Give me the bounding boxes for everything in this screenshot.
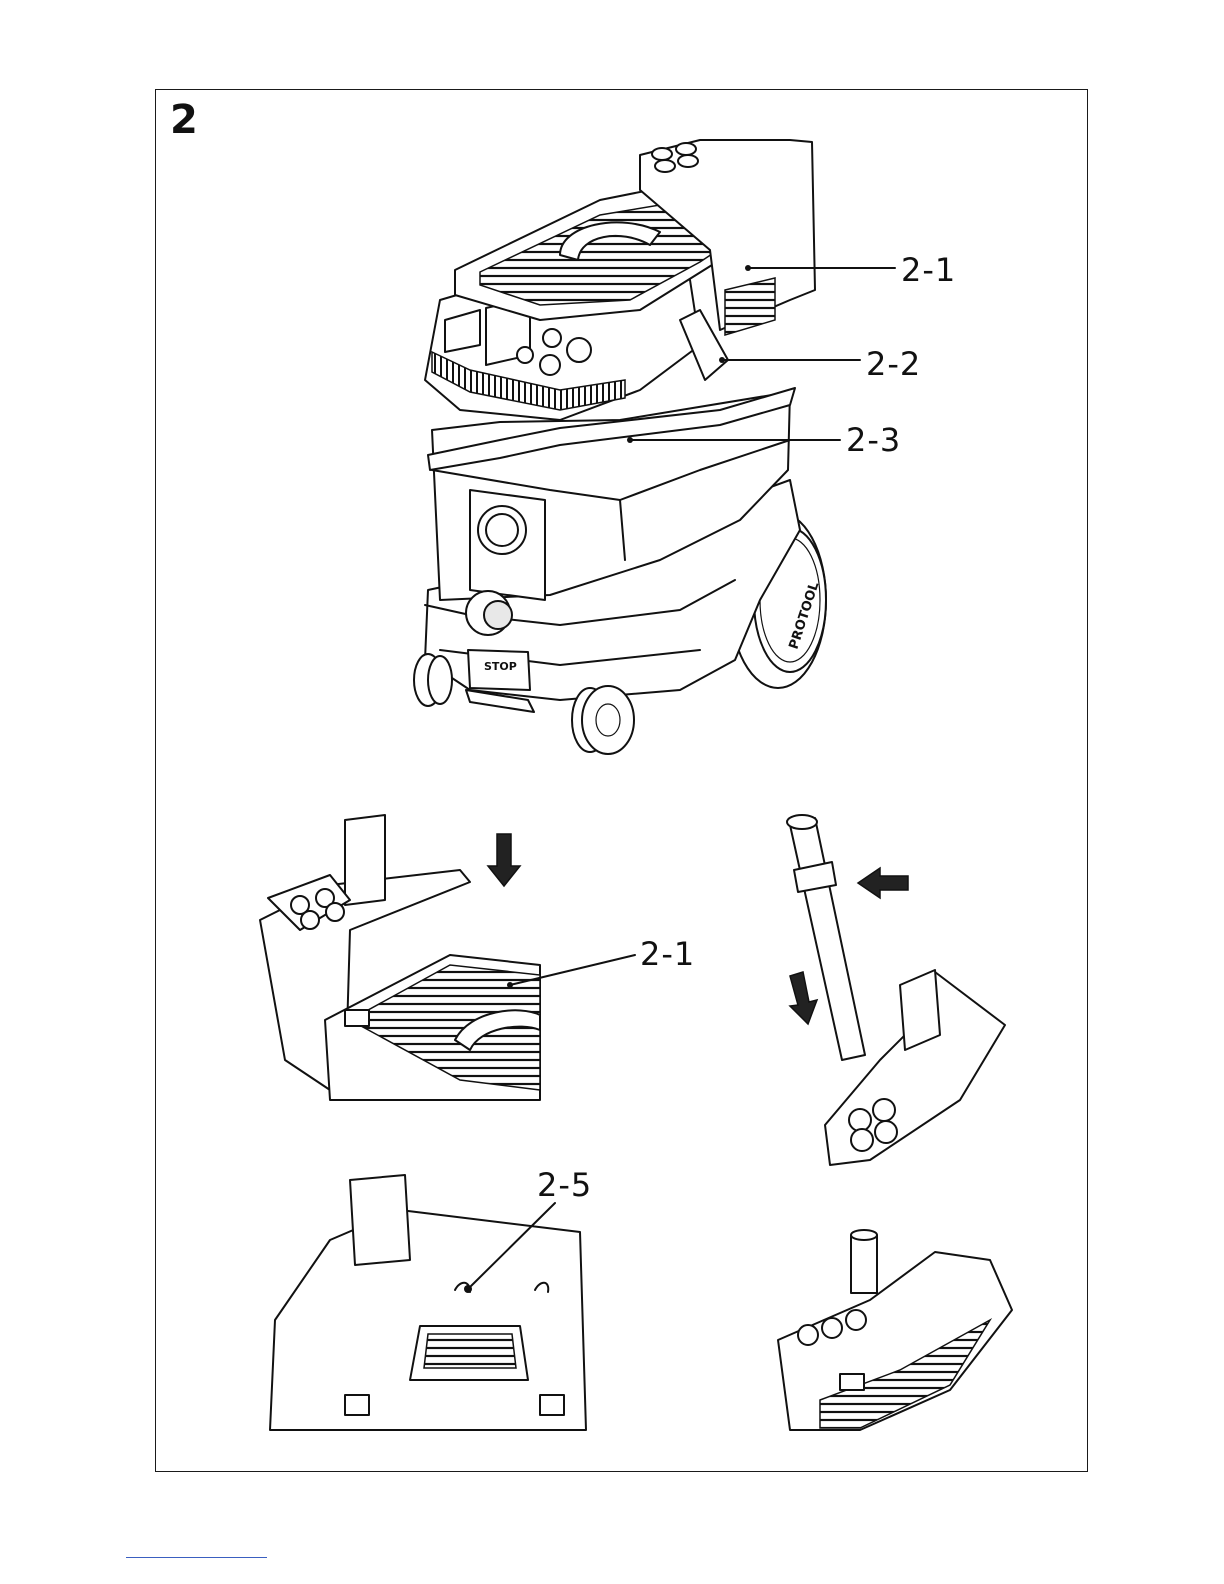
front-caster-right xyxy=(572,686,634,754)
front-caster-left xyxy=(414,654,452,706)
callout-2-1-top: 2-1 xyxy=(901,254,956,286)
footer-rule xyxy=(126,1557,267,1558)
arrow-left-icon xyxy=(858,868,908,898)
detail-tube-stored xyxy=(778,1230,1012,1430)
detail-tray-install xyxy=(260,815,635,1100)
callout-2-5: 2-5 xyxy=(537,1169,592,1201)
stop-pedal-label: STOP xyxy=(484,660,517,673)
callout-2-3: 2-3 xyxy=(846,424,901,456)
main-vacuum: PROTOOL STOP xyxy=(414,140,895,754)
arrow-down-diagonal-icon xyxy=(790,972,817,1024)
callout-2-1-mid: 2-1 xyxy=(640,938,695,970)
stop-pedal: STOP xyxy=(466,650,534,712)
arrow-down-icon xyxy=(488,834,520,886)
detail-tube-holder xyxy=(787,815,1005,1165)
detail-tray-back xyxy=(270,1175,586,1430)
callout-2-2: 2-2 xyxy=(866,348,921,380)
